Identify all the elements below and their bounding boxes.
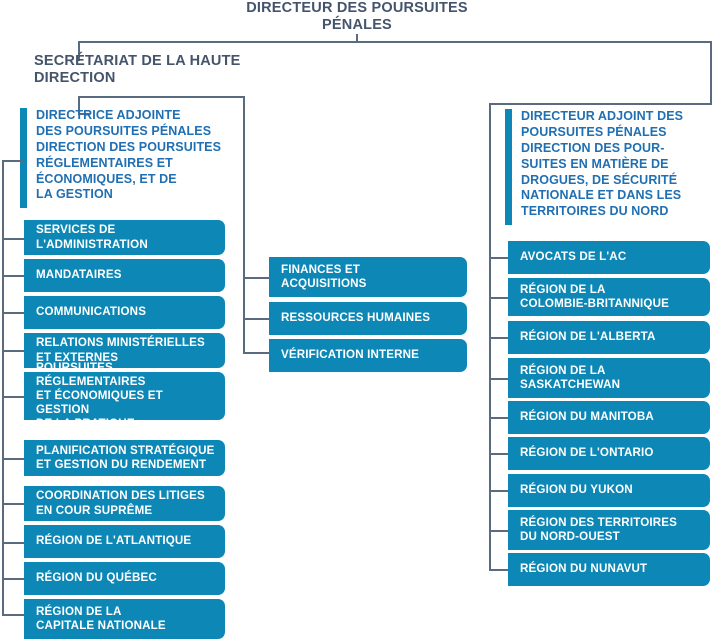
left-item-4[interactable]: POURSUITES RÉGLEMENTAIRES ET ÉCONOMIQUES… — [24, 361, 225, 430]
right-branch-header: DIRECTEUR ADJOINT DES POURSUITES PÉNALES… — [505, 109, 710, 225]
connector-left-stub-2 — [2, 312, 24, 314]
right-item-8[interactable]: RÉGION DU NUNAVUT — [508, 553, 710, 586]
connector-right-trunk — [489, 103, 491, 569]
connector-left-header-drop — [78, 96, 80, 114]
connector-right-stub-0 — [489, 257, 508, 259]
connector-left-stub-9 — [2, 614, 24, 616]
connector-right-to-header — [489, 103, 712, 105]
connector-left-stub-7 — [2, 542, 24, 544]
connector-left-trunk — [2, 160, 4, 615]
left-item-8[interactable]: RÉGION DU QUÉBEC — [24, 562, 225, 595]
connector-middle-stub-1 — [243, 318, 269, 320]
connector-middle-stub-2 — [243, 352, 269, 354]
page-title: DIRECTEUR DES POURSUITES PÉNALES — [246, 0, 468, 33]
connector-left-stub-1 — [2, 275, 24, 277]
connector-right-stub-6 — [489, 490, 508, 492]
left-item-3[interactable]: RELATIONS MINISTÉRIELLES ET EXTERNES — [24, 333, 225, 368]
connector-right-stub-5 — [489, 453, 508, 455]
right-item-1[interactable]: RÉGION DE LA COLOMBIE-BRITANNIQUE — [508, 278, 710, 316]
left-branch-header-text: DIRECTRICE ADJOINTE DES POURSUITES PÉNAL… — [36, 108, 222, 202]
connector-top-bus-right — [356, 41, 712, 43]
connector-top-bus — [78, 41, 358, 43]
connector-middle-trunk — [243, 96, 245, 354]
connector-right-stub-1 — [489, 297, 508, 299]
connector-right-stub-2 — [489, 337, 508, 339]
middle-item-0[interactable]: FINANCES ET ACQUISITIONS — [269, 257, 467, 297]
middle-item-2[interactable]: VÉRIFICATION INTERNE — [269, 339, 467, 372]
connector-left-stub-5 — [2, 458, 24, 460]
right-item-3[interactable]: RÉGION DE LA SASKATCHEWAN — [508, 358, 710, 398]
right-item-2[interactable]: RÉGION DE L'ALBERTA — [508, 321, 710, 354]
right-item-6[interactable]: RÉGION DU YUKON — [508, 474, 710, 507]
connector-left-stub-6 — [2, 503, 24, 505]
right-item-0[interactable]: AVOCATS DE L'AC — [508, 241, 710, 274]
right-item-4[interactable]: RÉGION DU MANITOBA — [508, 401, 710, 434]
connector-right-stub-8 — [489, 569, 508, 571]
left-item-5[interactable]: PLANIFICATION STRATÉGIQUE ET GESTION DU … — [24, 440, 225, 476]
connector-left-header-stub — [78, 113, 90, 115]
left-branch-header: DIRECTRICE ADJOINTE DES POURSUITES PÉNAL… — [20, 108, 235, 208]
connector-secretariat-drop — [78, 41, 80, 61]
connector-left-stub-4 — [2, 396, 24, 398]
right-branch-header-text: DIRECTEUR ADJOINT DES POURSUITES PÉNALES… — [521, 109, 684, 219]
connector-title-stem — [356, 34, 358, 42]
right-item-7[interactable]: RÉGION DES TERRITOIRES DU NORD-OUEST — [508, 510, 710, 550]
connector-right-drop — [710, 41, 712, 105]
connector-left-stub-0 — [2, 238, 24, 240]
connector-right-stub-3 — [489, 378, 508, 380]
left-item-0[interactable]: SERVICES DE L'ADMINISTRATION — [24, 220, 225, 255]
right-item-5[interactable]: RÉGION DE L'ONTARIO — [508, 437, 710, 470]
secretariat-label: SECRÉTARIAT DE LA HAUTE DIRECTION — [34, 53, 241, 87]
left-branch-accent-bar — [20, 108, 27, 208]
connector-second-bus — [78, 96, 245, 98]
connector-right-stub-7 — [489, 530, 508, 532]
connector-left-stub-8 — [2, 578, 24, 580]
right-branch-accent-bar — [505, 109, 512, 225]
left-item-6[interactable]: COORDINATION DES LITIGES EN COUR SUPRÊME — [24, 486, 225, 521]
left-item-7[interactable]: RÉGION DE L'ATLANTIQUE — [24, 525, 225, 558]
left-item-1[interactable]: MANDATAIRES — [24, 259, 225, 292]
connector-left-stub-header — [2, 160, 24, 162]
left-item-2[interactable]: COMMUNICATIONS — [24, 296, 225, 329]
left-item-9[interactable]: RÉGION DE LA CAPITALE NATIONALE — [24, 599, 225, 639]
connector-left-stub-3 — [2, 350, 24, 352]
connector-middle-stub-0 — [243, 277, 269, 279]
connector-right-stub-4 — [489, 417, 508, 419]
middle-item-1[interactable]: RESSOURCES HUMAINES — [269, 302, 467, 335]
